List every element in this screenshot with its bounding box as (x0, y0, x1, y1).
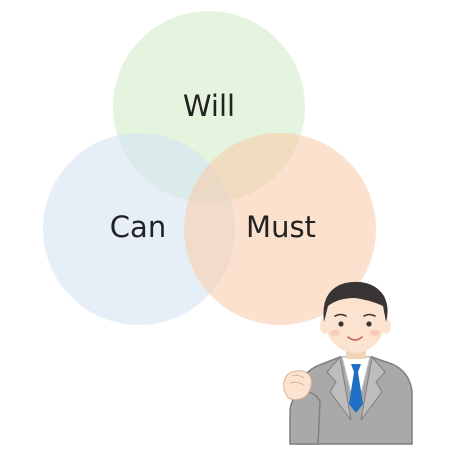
businessman-illustration (283, 281, 413, 445)
left-eye (338, 321, 344, 327)
mouth (347, 336, 363, 341)
venn-diagram: Will Can Must (43, 11, 376, 325)
right-eyebrow (363, 313, 376, 317)
left-eyebrow (334, 313, 347, 317)
venn-circle-must (184, 133, 376, 325)
right-lapel (360, 355, 386, 421)
left-lapel (326, 355, 352, 421)
left-cheek (330, 330, 340, 336)
right-eye (366, 321, 372, 327)
fist-fingers (289, 374, 305, 386)
face (325, 287, 385, 353)
hair (323, 281, 388, 322)
venn-label-can: Can (110, 210, 166, 244)
venn-circle-can (43, 133, 235, 325)
fist (283, 370, 312, 401)
venn-label-must: Must (246, 210, 316, 244)
tie (349, 364, 363, 413)
right-cheek (370, 330, 380, 336)
venn-label-will: Will (183, 89, 235, 123)
